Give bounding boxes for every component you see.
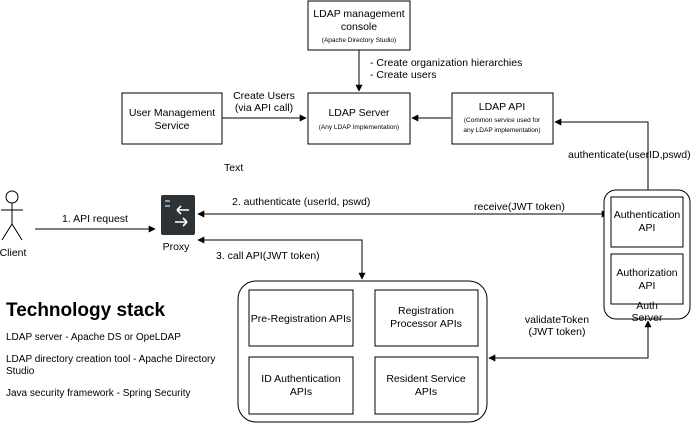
- proxy-label: Proxy: [163, 241, 191, 253]
- ldap-server-node[interactable]: LDAP Server (Any LDAP Implementation): [307, 92, 411, 145]
- stray-text-label: Text: [224, 162, 243, 174]
- receive-jwt-label: receive(JWT token): [474, 201, 565, 213]
- user-mgmt-label-line1: User Management: [129, 107, 215, 119]
- registration-processor-label-line1: Registration: [398, 305, 454, 317]
- resident-service-label-line1: Resident Service: [386, 373, 466, 385]
- ldap-api-node[interactable]: LDAP API (Common service used for any LD…: [451, 92, 554, 145]
- ldap-management-console-node[interactable]: LDAP management console (Apache Director…: [307, 0, 411, 51]
- tech-item-ldap-server: LDAP server - Apache DS or OpeLDAP: [6, 332, 181, 343]
- authentication-api-label-line1: Authentication: [614, 209, 681, 221]
- console-title-line1: LDAP management: [313, 8, 405, 20]
- create-users-via-api-label: (via API call): [235, 102, 293, 114]
- id-authentication-label-line1: ID Authentication: [261, 373, 341, 385]
- validate-token-jwt-label: (JWT token): [529, 326, 586, 338]
- console-subtitle: (Apache Directory Studio): [322, 37, 396, 44]
- authentication-api-label-line2: API: [639, 222, 656, 234]
- technology-stack-heading: Technology stack: [6, 300, 166, 321]
- resident-service-apis-node: [374, 356, 479, 415]
- auth-server-label-line1: Auth: [636, 300, 658, 312]
- id-authentication-apis-node: [248, 356, 354, 415]
- ldap-server-title: LDAP Server: [328, 107, 390, 119]
- authentication-api-node: [610, 196, 684, 248]
- authenticate-proxy-label: 2. authenticate (userId, pswd): [232, 196, 370, 208]
- validate-token-label: validateToken: [525, 314, 589, 326]
- console-note-hierarchies: - Create organization hierarchies: [370, 57, 522, 69]
- id-authentication-label-line2: APIs: [290, 386, 312, 398]
- auth-server-container[interactable]: Authentication API Authorization API Aut…: [603, 189, 691, 324]
- call-api-label: 3. call API(JWT token): [216, 250, 320, 262]
- client-label: Client: [0, 247, 26, 259]
- resident-service-label-line2: APIs: [415, 386, 437, 398]
- pre-registration-apis-node: [248, 289, 354, 347]
- console-note-users: - Create users: [370, 69, 437, 81]
- auth-server-to-ldap-api-arrow: [554, 118, 649, 191]
- proxy-server-icon[interactable]: [161, 195, 195, 235]
- tech-item-security-framework: Java security framework - Spring Securit…: [6, 388, 191, 399]
- authorization-api-label-line1: Authorization: [616, 267, 677, 279]
- user-management-service-node[interactable]: User Management Service: [121, 92, 223, 145]
- user-mgmt-label-line2: Service: [154, 120, 189, 132]
- ldap-server-subtitle: (Any LDAP Implementation): [319, 124, 399, 131]
- ldap-api-subtitle-line2: any LDAP implementation): [463, 127, 540, 134]
- technology-stack-panel: Technology stack LDAP server - Apache DS…: [6, 300, 226, 410]
- pre-registration-label: Pre-Registration APIs: [251, 313, 351, 325]
- validate-token-arrow: [488, 320, 652, 362]
- auth-server-label-line2: Server: [632, 312, 663, 324]
- registration-processor-apis-node: [374, 289, 479, 347]
- authenticate-ldap-label: authenticate(userID,pswd): [568, 149, 691, 161]
- call-api-arrow: [197, 236, 366, 280]
- ldap-api-title: LDAP API: [479, 101, 526, 113]
- registration-processor-label-line2: Processor APIs: [390, 318, 462, 330]
- console-title-line2: console: [341, 21, 377, 33]
- create-users-label: Create Users: [233, 90, 295, 102]
- api-group-container[interactable]: Pre-Registration APIs Registration Proce…: [237, 280, 488, 423]
- tech-item-ldap-tool: LDAP directory creation tool - Apache Di…: [6, 354, 216, 377]
- authorization-api-node: [610, 253, 684, 305]
- authorization-api-label-line2: API: [639, 280, 656, 292]
- api-request-label: 1. API request: [62, 213, 128, 225]
- ldap-api-subtitle-line1: (Common service used for: [464, 117, 541, 124]
- client-actor-icon[interactable]: [1, 190, 23, 241]
